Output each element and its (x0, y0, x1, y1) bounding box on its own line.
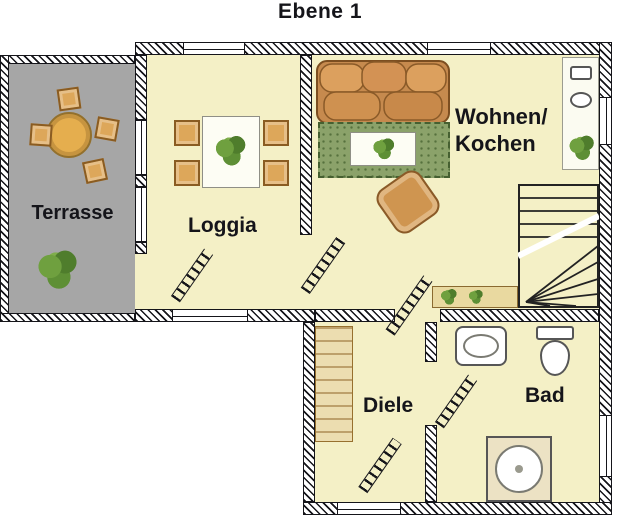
chair-icon (94, 116, 120, 142)
plant-icon (372, 137, 396, 161)
stairs-icon (518, 184, 599, 308)
wall (135, 242, 147, 254)
chair-icon (174, 160, 200, 186)
shower-drain-icon (515, 465, 523, 473)
plant-icon (568, 134, 596, 162)
window-icon (135, 120, 147, 175)
wall (425, 322, 437, 362)
wall (300, 55, 312, 235)
diele-label: Diele (363, 394, 414, 417)
wohnen-label-line2: Kochen (455, 131, 536, 156)
rug-icon (318, 122, 450, 178)
window-icon (183, 42, 245, 55)
terrace-wall (0, 313, 135, 322)
wall (303, 322, 315, 502)
sofa-icon (316, 60, 450, 124)
kitchen-basin-icon (570, 92, 592, 108)
chair-icon (263, 120, 289, 146)
plant-icon (468, 289, 484, 305)
sink-basin-icon (463, 334, 499, 358)
terrace-wall (0, 55, 135, 64)
wall (315, 309, 395, 322)
wall (440, 309, 599, 322)
chair-icon (81, 157, 109, 185)
page-title: Ebene 1 (277, 0, 363, 23)
window-icon (172, 309, 248, 322)
doorway-floor-patch (135, 254, 147, 309)
window-icon (599, 97, 612, 145)
window-icon (427, 42, 491, 55)
terrace-wall (0, 55, 9, 322)
wardrobe-icon (315, 326, 353, 442)
round-table-icon (46, 112, 92, 158)
loggia-label: Loggia (188, 214, 257, 237)
wohnen-label-line1: Wohnen/ (455, 104, 548, 129)
bad-label: Bad (525, 384, 565, 407)
chair-icon (263, 160, 289, 186)
wall (425, 425, 437, 502)
kitchen-sink-icon (570, 66, 592, 80)
plant-icon (214, 134, 248, 168)
wall (135, 55, 147, 120)
plant-icon (440, 288, 458, 306)
toilet-tank-icon (536, 326, 574, 340)
window-icon (599, 415, 612, 477)
window-icon (135, 187, 147, 242)
chair-icon (174, 120, 200, 146)
plant-icon (36, 248, 80, 292)
terrasse-label: Terrasse (31, 202, 114, 224)
chair-icon (29, 123, 53, 147)
window-icon (337, 502, 401, 515)
wall (135, 175, 147, 187)
toilet-icon (540, 340, 570, 376)
chair-icon (56, 86, 82, 112)
